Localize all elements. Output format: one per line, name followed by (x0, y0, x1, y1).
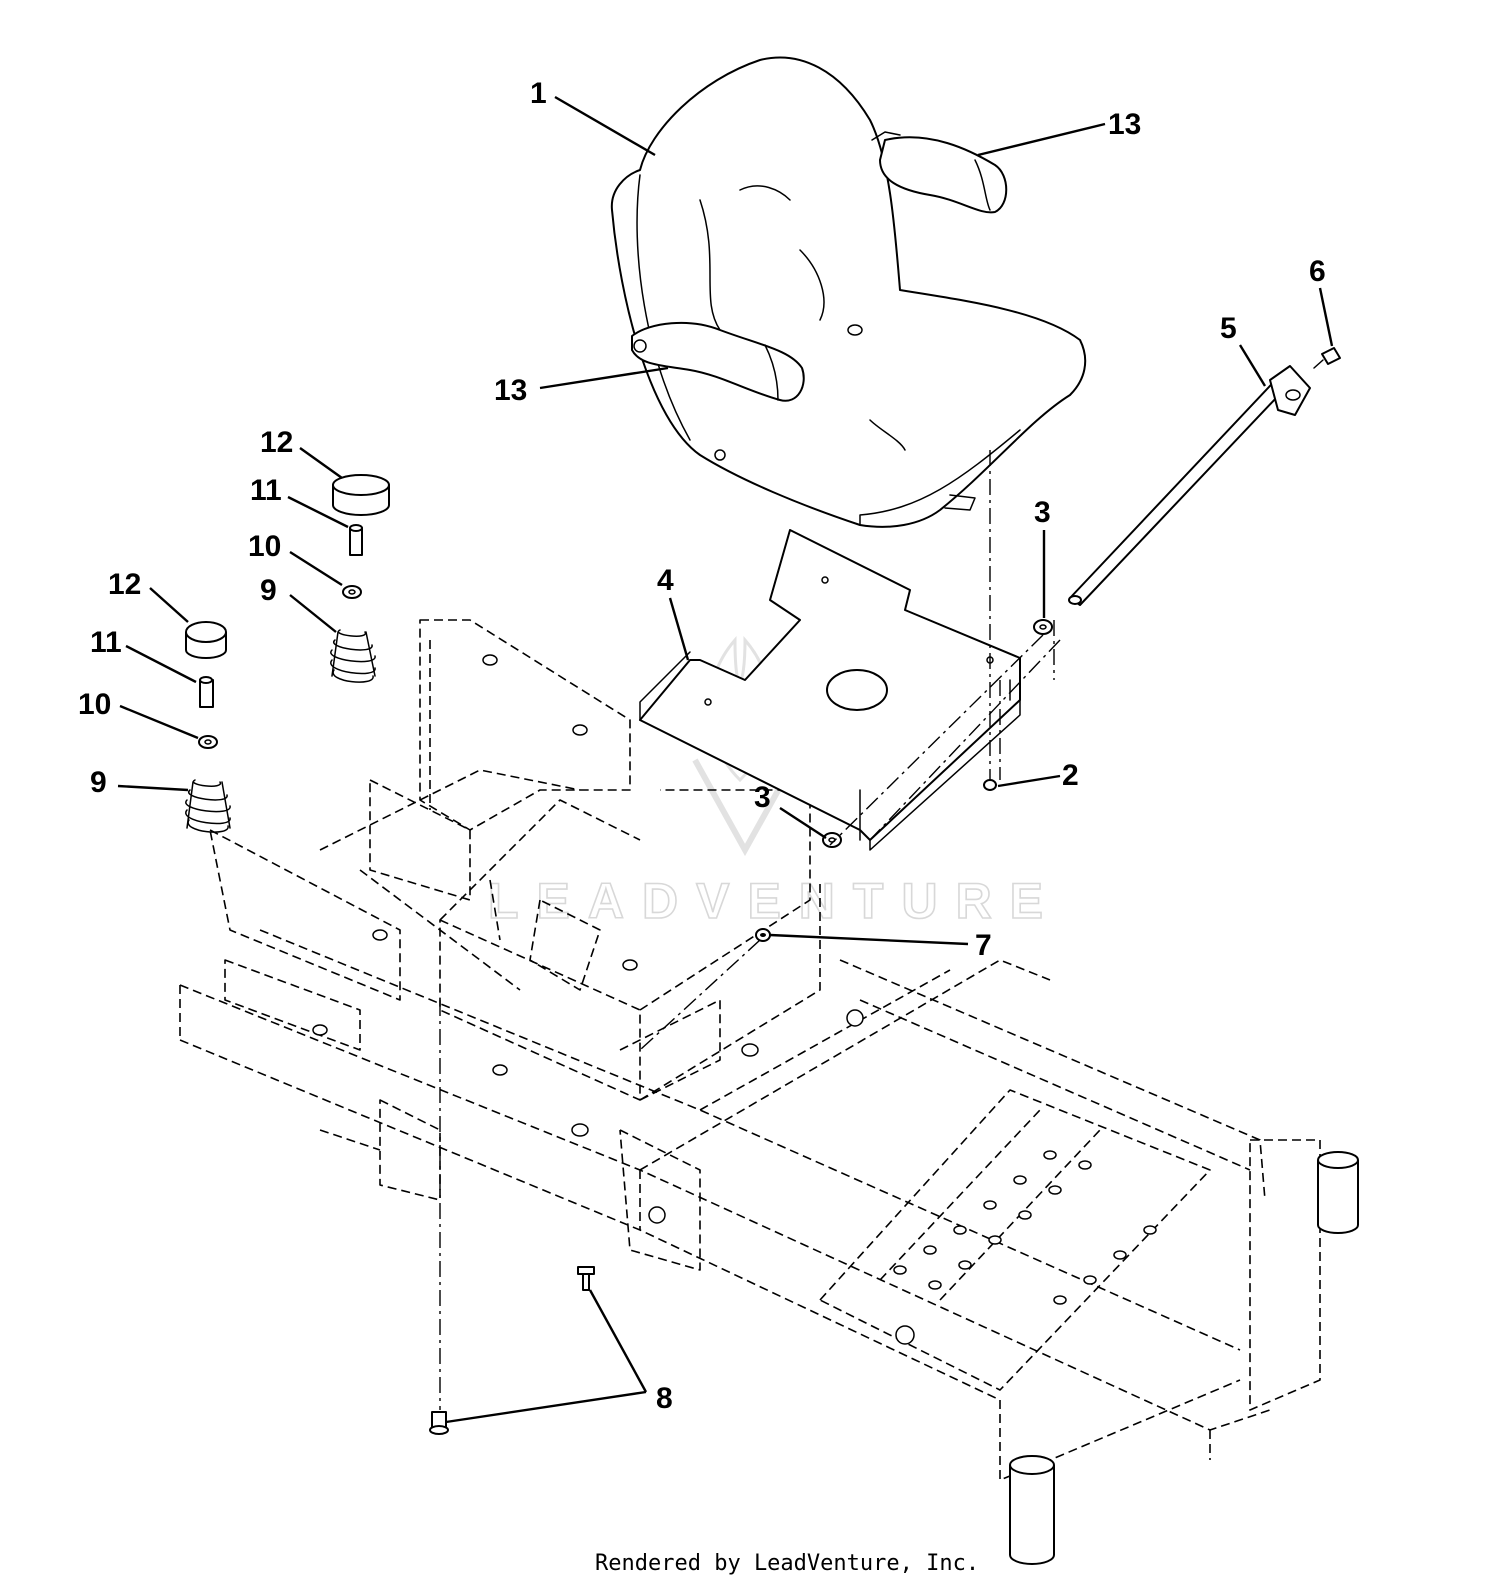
callout-4: 4 (657, 564, 674, 597)
spring-9-lower (185, 779, 231, 833)
bolt-6 (1313, 347, 1341, 369)
callout-10-a: 10 (248, 530, 281, 563)
callout-9-a: 9 (260, 574, 277, 607)
pivot-rod (1068, 365, 1311, 606)
seat-pan (639, 529, 1021, 851)
callout-8: 8 (656, 1382, 673, 1415)
footer-credit: Rendered by LeadVenture, Inc. (595, 1551, 979, 1576)
leader-lines (117, 95, 1334, 1424)
callout-13-b: 13 (494, 374, 527, 407)
nut-3-upper (1033, 619, 1053, 635)
deck-holes (893, 1150, 1157, 1305)
callout-12-b: 12 (108, 568, 141, 601)
bolt-8-a (577, 1266, 595, 1291)
bolt-8-b (429, 1411, 449, 1435)
watermark-text: LEADVENTURE (488, 873, 1061, 929)
callout-9-b: 9 (90, 766, 107, 799)
spring-stack-lower (185, 621, 231, 833)
armrest-right (871, 131, 1008, 214)
nut-7 (755, 928, 771, 942)
callout-2: 2 (1062, 759, 1079, 792)
caster-tube-right (1317, 1151, 1359, 1234)
spring-stack-upper (330, 474, 390, 683)
spacer-11-lower (199, 676, 214, 708)
callout-13-a: 13 (1108, 108, 1141, 141)
nut-3-lower (822, 832, 842, 848)
callout-7: 7 (975, 929, 992, 962)
armrest-left (631, 321, 805, 402)
seat (610, 56, 1087, 528)
callout-6: 6 (1309, 255, 1326, 288)
callout-labels: 1 13 13 6 5 3 3 4 2 7 8 12 11 10 9 12 11… (78, 77, 1326, 1415)
callout-11-a: 11 (250, 474, 282, 507)
spacer-11-upper (349, 524, 363, 556)
bumper-12-upper (332, 474, 390, 516)
caster-tube-left (1009, 1455, 1055, 1565)
callout-1: 1 (530, 77, 547, 110)
callout-10-b: 10 (78, 688, 111, 721)
callout-5: 5 (1220, 312, 1237, 345)
callout-11-b: 11 (90, 626, 122, 659)
callout-12-a: 12 (260, 426, 293, 459)
mower-frame (179, 619, 1359, 1565)
callout-3-a: 3 (1034, 496, 1051, 529)
spring-9-upper (330, 629, 376, 683)
bumper-12-lower (185, 621, 227, 659)
alignment-lines (439, 450, 1061, 1410)
nut-2 (983, 779, 997, 791)
washer-10-lower (198, 735, 218, 749)
callout-3-b: 3 (754, 781, 771, 814)
washer-10-upper (342, 585, 362, 599)
